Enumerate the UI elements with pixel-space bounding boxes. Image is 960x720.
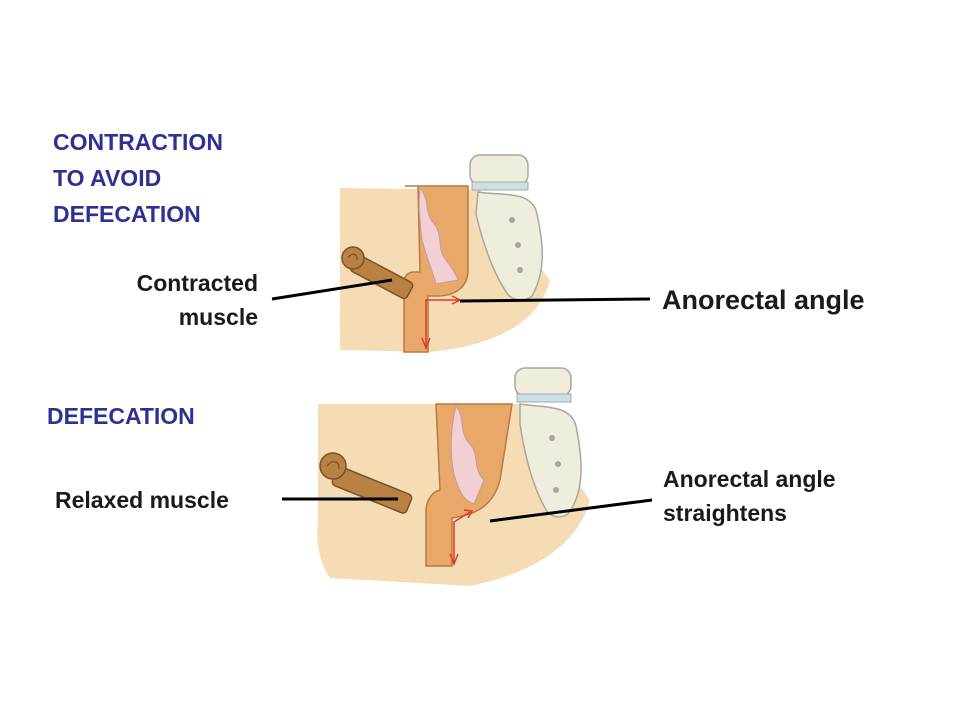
bottom-angle-arrows [453, 511, 471, 564]
top-angle-leader [459, 297, 651, 303]
top-heading-line-1: CONTRACTION [53, 129, 223, 155]
bottom-illustration [317, 367, 590, 586]
contracted-muscle-label: Contracted muscle [88, 266, 258, 334]
contracted-muscle-line-1: Contracted [136, 270, 258, 296]
top-sacrum [469, 154, 543, 301]
top-illustration [340, 154, 550, 353]
bottom-angle-leader [489, 498, 653, 523]
angle-straightens-label: Anorectal angle straightens [663, 462, 836, 530]
top-angle-arrows [425, 299, 458, 346]
contracted-muscle-line-2: muscle [178, 304, 258, 330]
top-heading-line-2: TO AVOID [53, 165, 162, 191]
top-muscle-leader [271, 278, 393, 301]
angle-straightens-line-1: Anorectal angle [663, 466, 836, 492]
bottom-rectal-mucosa [450, 404, 485, 505]
relaxed-muscle-label: Relaxed muscle [55, 487, 229, 513]
top-heading-line-3: DEFECATION [53, 201, 201, 227]
anorectal-angle-label: Anorectal angle [662, 285, 865, 315]
angle-straightens-line-2: straightens [663, 500, 787, 526]
top-rectal-mucosa [418, 186, 459, 285]
bottom-sacrum [514, 367, 582, 518]
top-heading: CONTRACTION TO AVOID DEFECATION [53, 124, 223, 232]
bottom-heading: DEFECATION [47, 403, 195, 429]
